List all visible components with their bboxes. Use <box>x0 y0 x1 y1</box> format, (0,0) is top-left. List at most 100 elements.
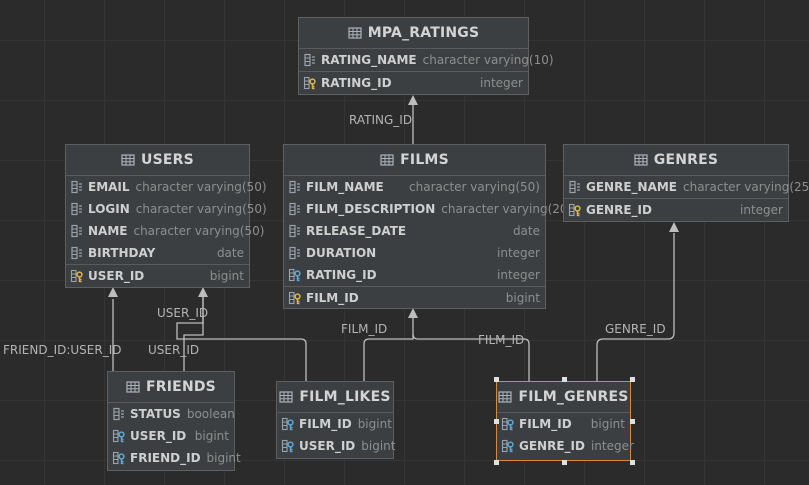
table-name: MPA_RATINGS <box>367 25 480 41</box>
column-name: EMAIL <box>88 180 130 194</box>
column-type: character varying(200) <box>441 202 580 216</box>
column-row[interactable]: DURATION integer <box>284 242 545 264</box>
column-row[interactable]: USER_ID bigint <box>277 435 396 457</box>
column-row[interactable]: GENRE_ID integer <box>497 435 634 457</box>
column-type: bigint <box>361 439 396 453</box>
selection-handle[interactable] <box>494 460 499 465</box>
column-name: RATING_ID <box>306 268 377 282</box>
column-icon <box>70 246 84 260</box>
column-name: STATUS <box>130 407 181 421</box>
column-name: GENRE_ID <box>586 202 652 217</box>
table-header[interactable]: MPA_RATINGS <box>299 18 528 49</box>
table-icon <box>634 153 648 167</box>
column-name: FILM_ID <box>306 290 359 305</box>
column-name: FILM_NAME <box>306 180 384 194</box>
foreign-key-icon <box>501 439 515 453</box>
column-icon <box>70 202 84 216</box>
edge-label-friends-user-id: USER_ID <box>148 343 200 357</box>
column-name: USER_ID <box>299 439 356 453</box>
selection-handle[interactable] <box>562 460 567 465</box>
column-row[interactable]: FILM_ID bigint <box>284 286 545 308</box>
primary-key-icon <box>303 76 317 90</box>
selection-handle[interactable] <box>630 460 635 465</box>
column-type: bigint <box>206 451 241 465</box>
table-name: FILMS <box>400 152 449 168</box>
column-row[interactable]: BIRTHDAY date <box>66 242 249 264</box>
table-icon <box>126 380 140 394</box>
column-row[interactable]: USER_ID bigint <box>66 264 249 286</box>
column-type: bigint <box>209 268 244 283</box>
edge-label-rating-id: RATING_ID <box>349 113 413 127</box>
column-name: DURATION <box>306 246 377 260</box>
foreign-key-icon <box>281 439 295 453</box>
primary-key-icon <box>70 269 84 283</box>
foreign-key-icon <box>288 268 302 282</box>
column-row[interactable]: FILM_ID bigint <box>497 413 630 435</box>
table-name: FILM_LIKES <box>299 389 391 405</box>
foreign-key-icon <box>112 451 126 465</box>
table-icon <box>348 26 362 40</box>
column-type: integer <box>590 439 634 453</box>
edge-label-likes-film-id: FILM_ID <box>341 322 388 336</box>
column-icon <box>70 224 84 238</box>
edge-label-friend-id: FRIEND_ID:USER_ID <box>3 343 122 357</box>
column-name: LOGIN <box>88 202 130 216</box>
column-name: RELEASE_DATE <box>306 224 407 238</box>
selection-handle[interactable] <box>494 419 499 424</box>
column-type: character varying(50) <box>133 224 265 238</box>
column-type: bigint <box>194 429 229 443</box>
table-name: USERS <box>141 152 194 168</box>
edge-filmgenres-genres <box>596 233 675 381</box>
column-type: bigint <box>590 417 625 431</box>
column-row[interactable]: RELEASE_DATE date <box>284 220 545 242</box>
table-header[interactable]: USERS <box>66 145 249 176</box>
primary-key-icon <box>288 291 302 305</box>
column-row[interactable]: RATING_ID integer <box>284 264 545 286</box>
column-row[interactable]: LOGIN character varying(50) <box>66 198 267 220</box>
column-name: USER_ID <box>88 268 145 283</box>
arrowhead-mpa <box>408 95 418 105</box>
arrowhead-films <box>408 308 418 318</box>
table-header[interactable]: FRIENDS <box>108 372 234 403</box>
column-type: character varying(50) <box>135 202 267 216</box>
table-header[interactable]: FILMS <box>284 145 545 176</box>
selection-handle[interactable] <box>562 377 567 382</box>
column-name: BIRTHDAY <box>88 246 156 260</box>
column-name: FILM_ID <box>519 417 572 431</box>
table-header[interactable]: FILM_GENRES <box>497 382 630 413</box>
selection-handle[interactable] <box>630 419 635 424</box>
table-header[interactable]: FILM_LIKES <box>277 382 393 413</box>
primary-key-icon <box>568 203 582 217</box>
edge-label-likes-user-id: USER_ID <box>157 306 209 320</box>
selection-handle[interactable] <box>630 377 635 382</box>
column-type: date <box>216 246 244 260</box>
table-header[interactable]: GENRES <box>564 145 788 176</box>
column-type: bigint <box>505 290 540 305</box>
column-name: GENRE_ID <box>519 439 585 453</box>
selection-handle[interactable] <box>494 377 499 382</box>
column-type: date <box>512 224 540 238</box>
arrowhead-genres <box>669 222 679 232</box>
column-row[interactable]: USER_ID bigint <box>108 425 234 447</box>
column-type: integer <box>497 246 540 260</box>
column-name: USER_ID <box>130 429 187 443</box>
column-type: integer <box>497 268 540 282</box>
